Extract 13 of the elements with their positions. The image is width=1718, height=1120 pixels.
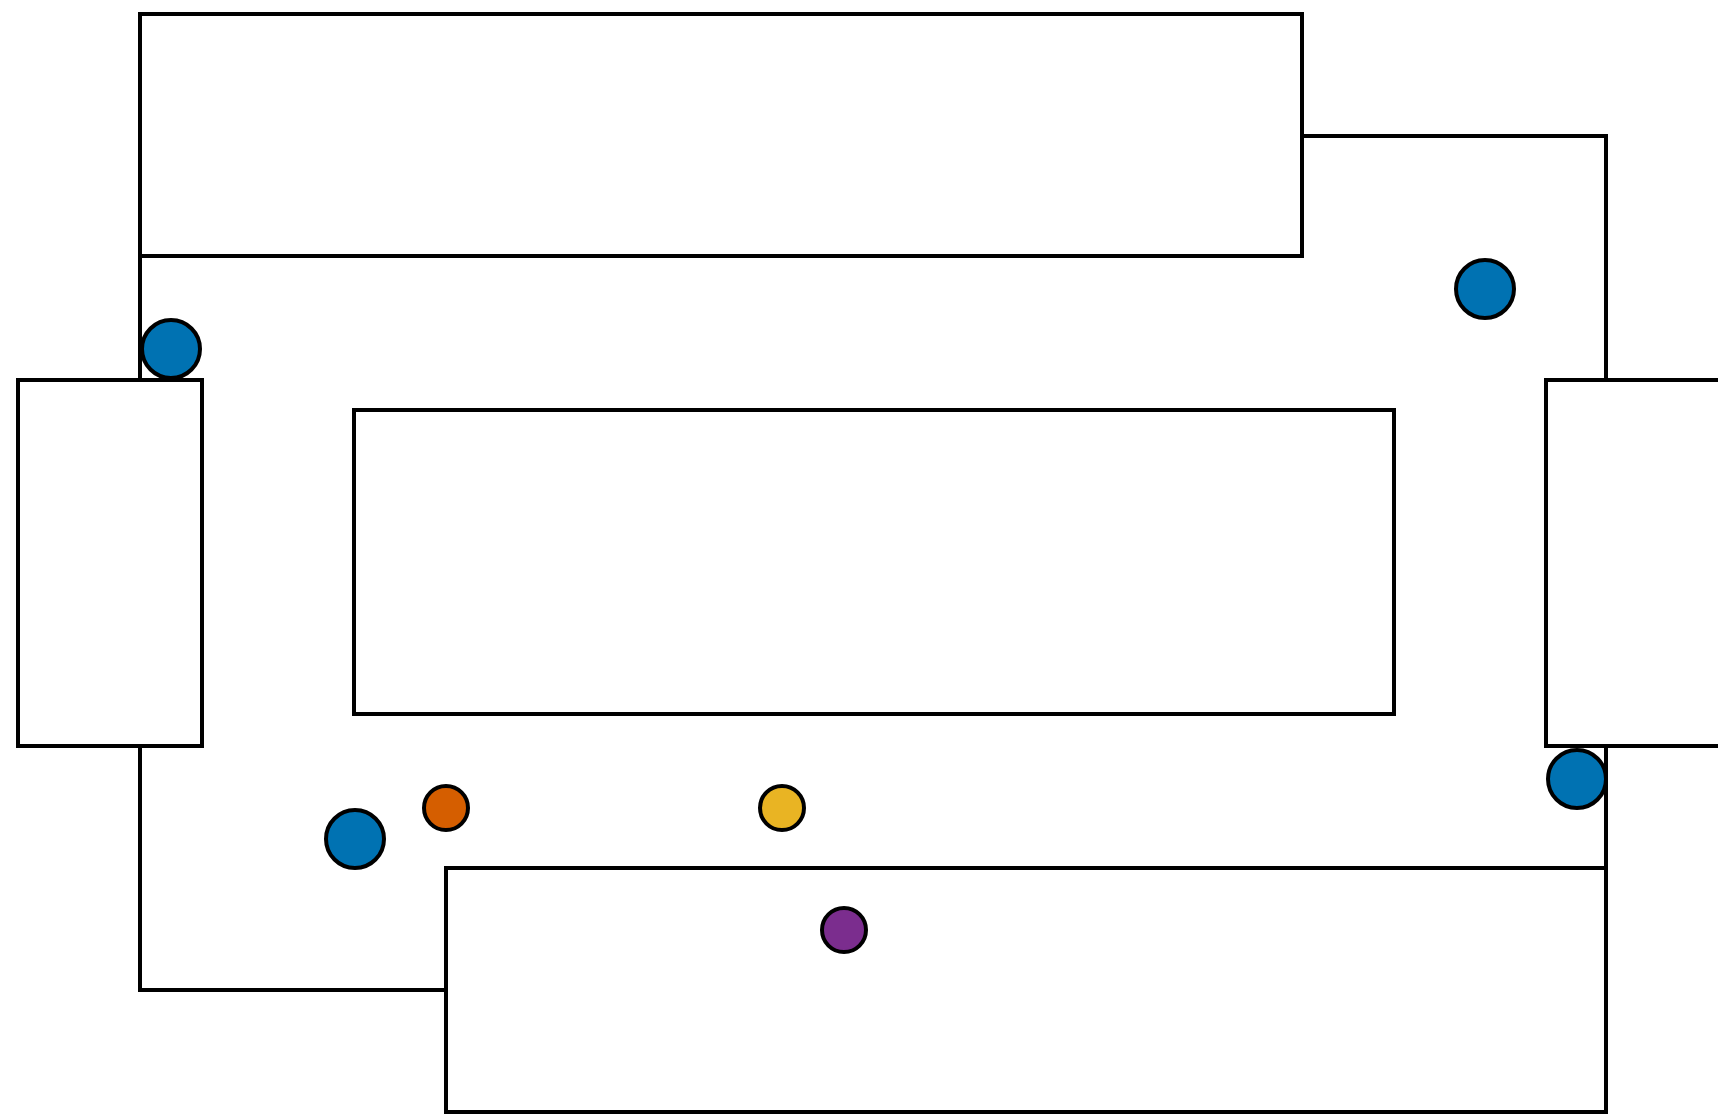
outline-box [444, 866, 1608, 1114]
outline-box [138, 12, 1304, 258]
dot-marker [1546, 748, 1608, 810]
dot-marker [758, 784, 806, 832]
outline-box [352, 408, 1396, 716]
dot-marker [820, 906, 868, 954]
dot-marker [324, 808, 386, 870]
dot-marker [140, 318, 202, 380]
dot-marker [422, 784, 470, 832]
outline-box [16, 378, 204, 748]
outline-box [1544, 378, 1718, 748]
outline-box [138, 134, 1608, 992]
dot-marker [1454, 258, 1516, 320]
